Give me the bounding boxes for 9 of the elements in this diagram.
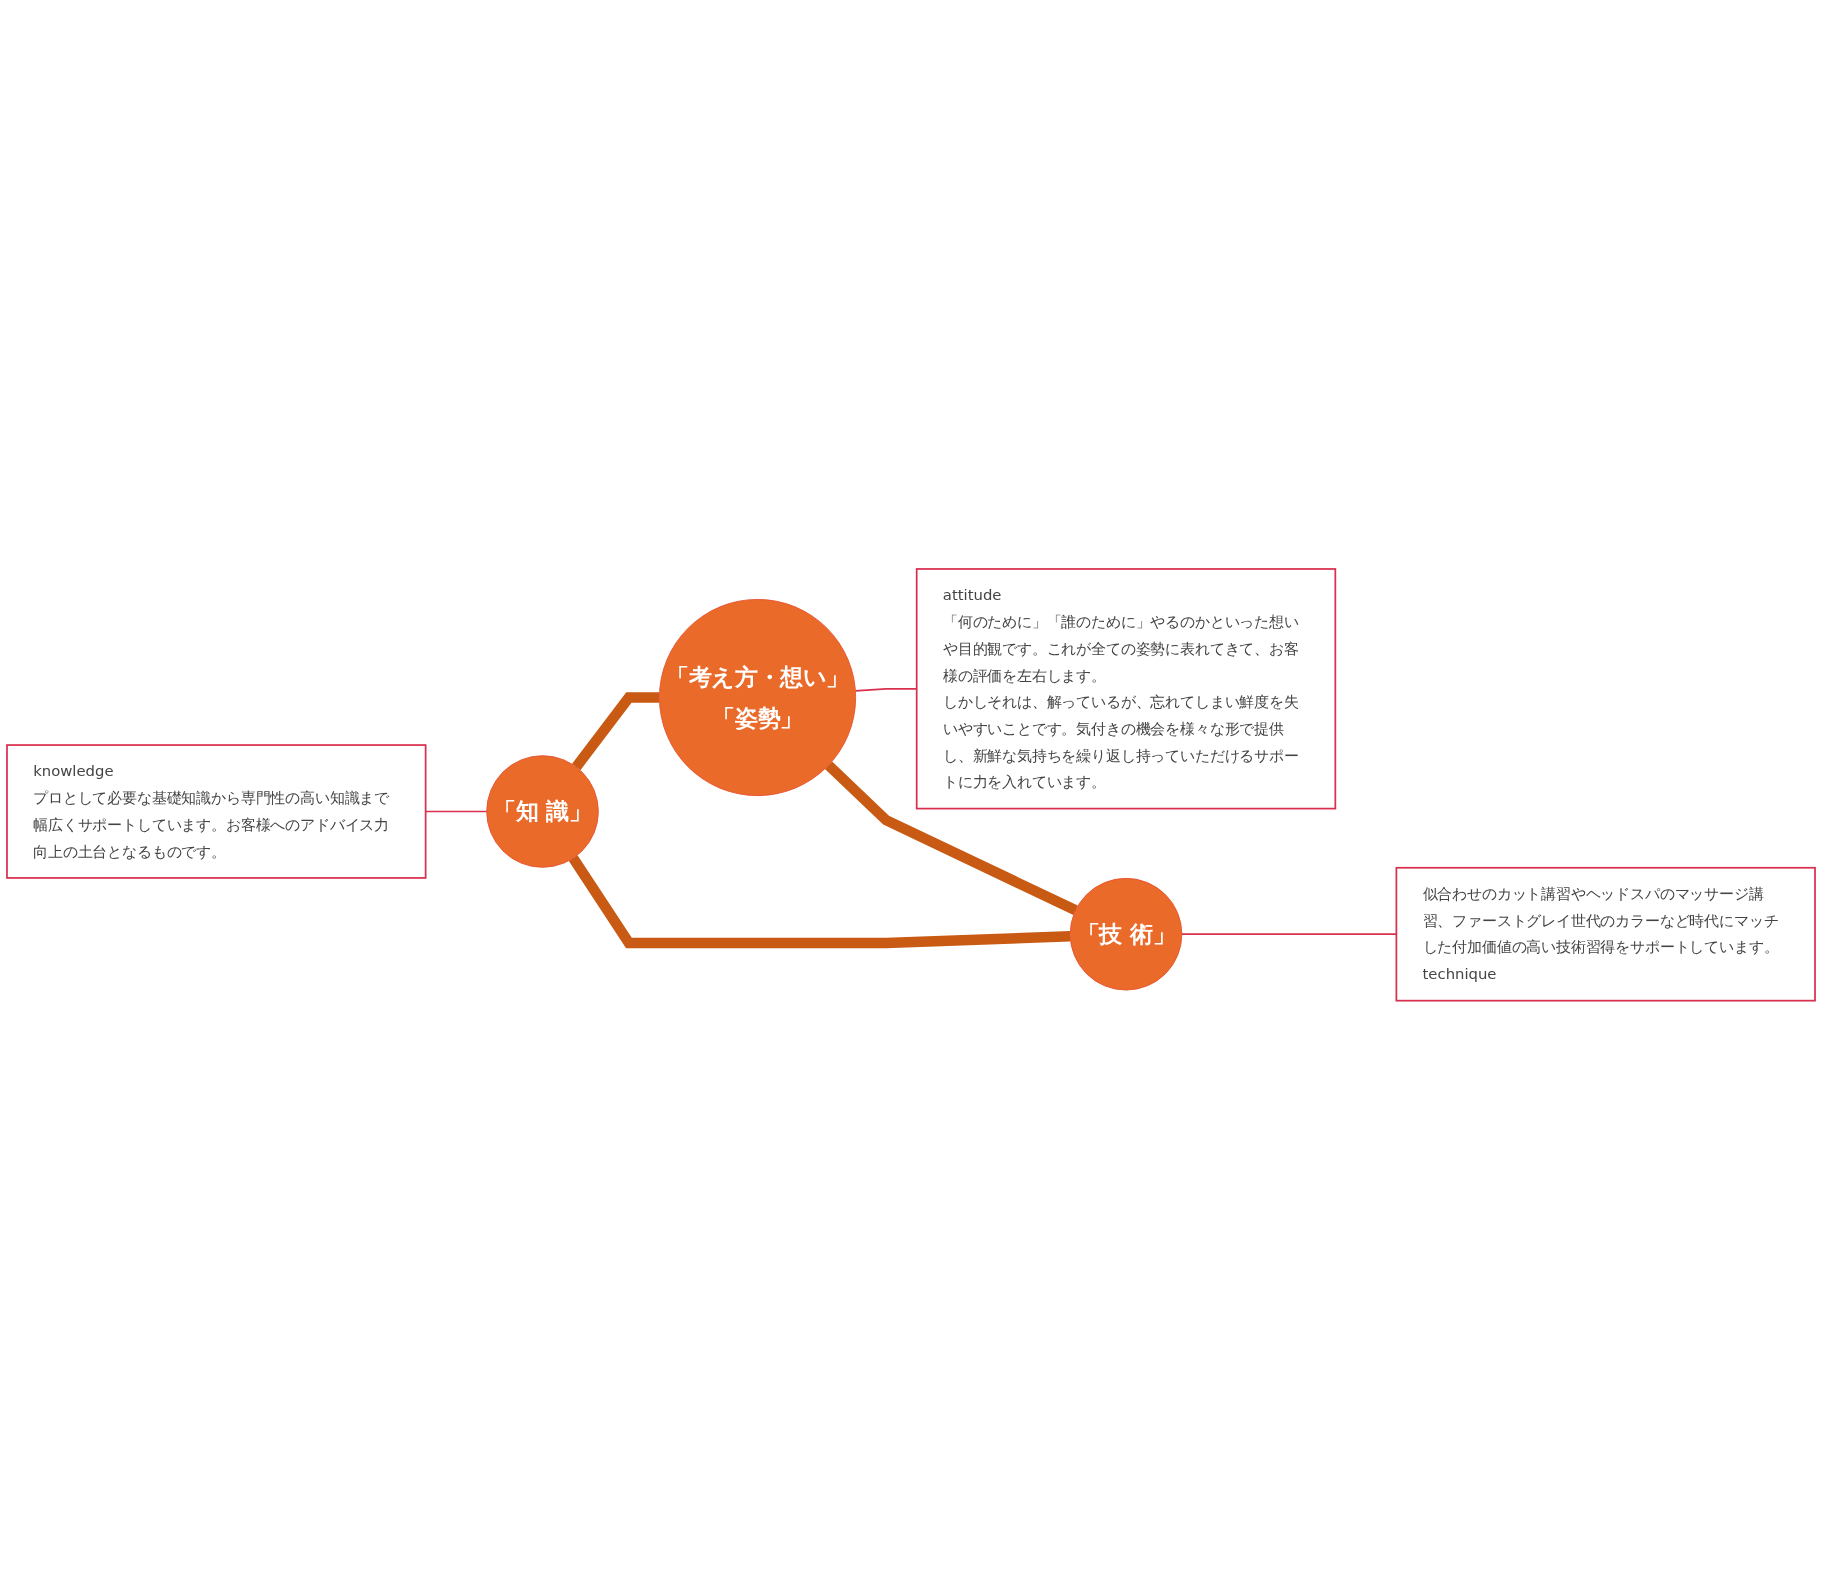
connector <box>568 855 1071 949</box>
node-box: knowledge プロとして必要な基礎知識から専門性の高い知識まで幅広くサポートしています。お客様へのアドバイス力向上の土台となるものです。 <box>6 744 427 879</box>
node-circle: 「知 識」 <box>486 755 599 868</box>
node-circle: 「技 術」 <box>1069 878 1183 991</box>
node-box: 似合わせのカット講習やヘッドスパのマッサージ講習、ファーストグレイ世代のカラーなど時代にマッチした付加価値の高い技術習得をサポートしています。 technique <box>1395 867 1816 1002</box>
node-box: attitude 「何のために」「誰のために」やるのかといった想いや目的観です。これが全ての姿勢に表れてきて、お客様の評価を左右します。 しかしそれは、解っているが、忘れてしまい鮮度を失いやすいことです。気付きの機会を様々な形で提供し、新鮮な気持ちを繰り返し持っていただけるサポートに力を入れています。 <box>915 568 1337 810</box>
connector <box>572 692 660 771</box>
node-circle: 「考え方・想い」 「姿勢」 <box>658 599 857 797</box>
connector <box>824 761 1078 916</box>
